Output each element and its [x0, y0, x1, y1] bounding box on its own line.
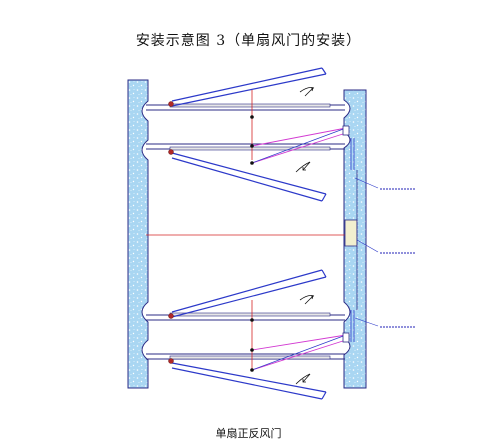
hinge-4: [168, 358, 174, 364]
pivot-dot-5: [250, 348, 254, 352]
pull-wire-1: [251, 127, 347, 147]
link-line-1: [251, 127, 347, 164]
door-leaf-1-open: [171, 67, 327, 107]
door-leaf-3-open: [171, 269, 327, 318]
leader-line-top: [354, 177, 379, 189]
swing-arrow-1: [299, 87, 315, 97]
pull-wire-3: [251, 334, 347, 351]
leader-line-bottom: [354, 317, 379, 327]
swing-arrow-4: [295, 373, 311, 385]
swing-arrow-2: [295, 161, 311, 173]
pivot-dot-1: [250, 115, 254, 119]
frame-bracket-1: [342, 125, 350, 136]
door-rail-4: [146, 353, 345, 360]
door-lock-box: [344, 219, 358, 247]
left-wall: [127, 79, 149, 389]
hinge-3: [168, 313, 174, 319]
pivot-dot-2: [250, 144, 254, 148]
door-leaf-2-open: [171, 152, 327, 202]
door-rail-2: [146, 143, 345, 151]
door-leaf-4-open: [171, 362, 327, 400]
pivot-dot-3: [250, 161, 254, 165]
pull-wire-4: [251, 339, 347, 371]
frame-bracket-2: [342, 332, 350, 343]
hinge-2: [168, 149, 174, 155]
hinge-1: [168, 101, 174, 107]
pivot-dot-4: [250, 318, 254, 322]
link-line-2: [251, 334, 347, 371]
pivot-dot-6: [250, 368, 254, 372]
pull-wire-2: [251, 132, 347, 164]
leader-line-mid: [356, 239, 379, 253]
diagram-caption: 单扇正反风门: [215, 427, 282, 440]
swing-arrow-3: [299, 295, 315, 305]
page-title: 安装示意图 3（单扇风门的安装）: [135, 33, 362, 49]
